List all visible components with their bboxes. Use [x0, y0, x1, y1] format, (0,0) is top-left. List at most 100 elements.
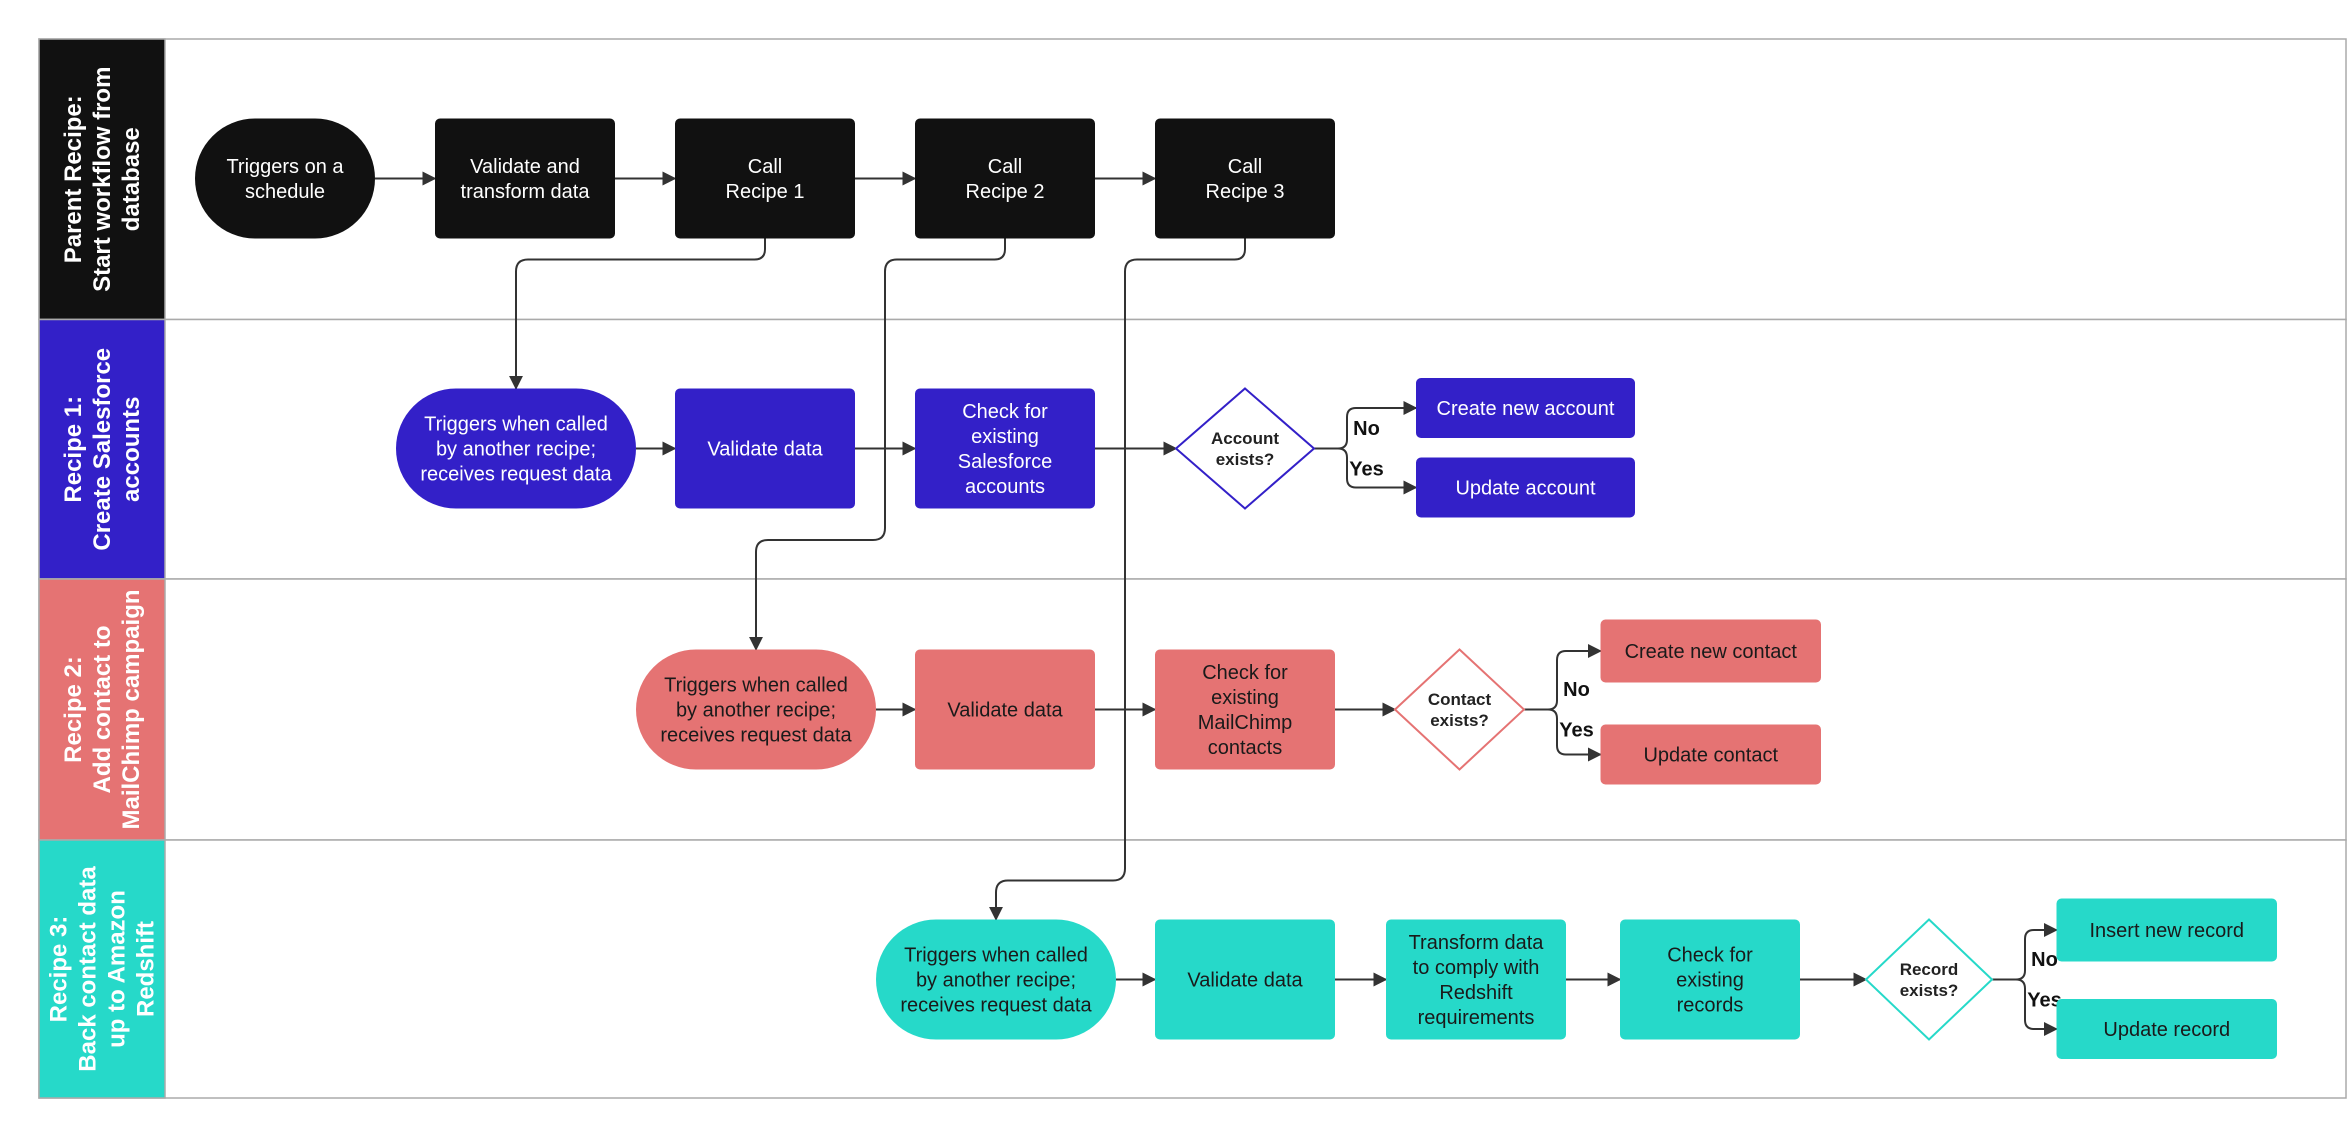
node-label: Create new account — [1437, 398, 1615, 420]
node-r2-validate[interactable]: Validate data — [915, 649, 1095, 770]
process-shape — [915, 118, 1095, 239]
call-connector — [509, 238, 766, 390]
process-shape — [2056, 898, 2277, 962]
terminal-shape — [636, 649, 876, 770]
node-label-line: Triggers when called — [904, 945, 1088, 967]
node-label-line: by another recipe; — [436, 439, 596, 461]
terminal-shape — [195, 118, 375, 239]
node-r3-update[interactable]: Update record — [2056, 999, 2278, 1059]
node-label-line: Call — [988, 156, 1022, 178]
node-label-line: by another recipe; — [916, 970, 1076, 992]
node-label-line: Update contact — [1643, 745, 1778, 767]
lane-title: Recipe 1:Create Salesforceaccounts — [60, 348, 145, 551]
lane-title-line: Recipe 1: — [60, 396, 87, 503]
node-label-line: receives request data — [900, 995, 1092, 1017]
node-label: Triggers when called by another recipe; re… — [900, 945, 1092, 1017]
process-shape — [675, 118, 855, 239]
lane-title-line: Back contact data — [75, 866, 102, 1072]
branch-label: No — [2031, 949, 2058, 971]
node-label: Validate data — [1187, 970, 1303, 992]
lane-title-line: Recipe 3: — [46, 916, 73, 1023]
process-shape — [1386, 919, 1566, 1040]
lane-title-line: Parent Recipe: — [60, 95, 87, 263]
call-connector — [749, 238, 1006, 651]
node-r1-update[interactable]: Update account — [1416, 457, 1635, 518]
lane-header — [38, 38, 166, 321]
node-label-line: MailChimp — [1198, 712, 1292, 734]
call-connector — [989, 238, 1246, 921]
lane-title: Parent Recipe:Start workflow fromdatabas… — [60, 67, 145, 292]
node-label-line: Contact — [1428, 690, 1492, 709]
node-r2-create[interactable]: Create new contact — [1600, 619, 1822, 683]
node-r3-insert[interactable]: Insert new record — [2056, 898, 2278, 962]
process-shape — [1620, 919, 1800, 1040]
node-label: Validate data — [947, 700, 1063, 722]
node-label-line: exists? — [1900, 981, 1959, 1000]
decision-shape — [1174, 387, 1316, 510]
node-r2-update[interactable]: Update contact — [1600, 724, 1822, 785]
node-label-line: requirements — [1418, 1007, 1535, 1029]
lane-title: Recipe 2:Add contact toMailChimp campaig… — [60, 589, 145, 829]
process-shape — [2056, 999, 2277, 1059]
node-label-line: accounts — [965, 476, 1045, 498]
node-label-line: Create new account — [1437, 398, 1615, 420]
node-r1-create[interactable]: Create new account — [1416, 378, 1635, 438]
node-label-line: transform data — [461, 181, 591, 203]
node-r1-validate[interactable]: Validate data — [675, 388, 855, 509]
lane-title-line: Start workflow from — [89, 67, 116, 292]
lane-title-line: Create Salesforce — [89, 348, 116, 551]
lane-title-line: Recipe 2: — [60, 656, 87, 763]
node-r3-validate[interactable]: Validate data — [1155, 919, 1335, 1040]
node-label-line: Insert new record — [2089, 920, 2244, 942]
node-label-line: records — [1677, 995, 1744, 1017]
decision-shape — [1393, 648, 1526, 771]
node-label-line: Recipe 3 — [1206, 181, 1285, 203]
node-label: Update record — [2103, 1019, 2230, 1041]
node-label-line: to comply with — [1413, 957, 1540, 979]
node-label: Update contact — [1643, 745, 1778, 767]
node-label: Update account — [1455, 478, 1596, 500]
lane-title-line: database — [118, 127, 145, 231]
node-label: Insert new record — [2089, 920, 2244, 942]
branch-connector — [1524, 708, 1602, 762]
node-label-line: Validate data — [1187, 970, 1303, 992]
node-label-line: Create new contact — [1625, 641, 1798, 663]
lane-title-line: Add contact to — [89, 626, 116, 794]
lane-title-line: MailChimp campaign — [118, 589, 145, 829]
node-r3-trigger[interactable]: Triggers when called by another recipe; re… — [876, 919, 1116, 1040]
terminal-shape — [876, 919, 1116, 1040]
process-shape — [1416, 457, 1635, 518]
lane-title: Recipe 3:Back contact dataup to AmazonRe… — [46, 866, 160, 1072]
node-label-line: Transform data — [1409, 932, 1545, 954]
node-label-line: Triggers when called — [664, 675, 848, 697]
process-shape — [1416, 378, 1635, 438]
node-label-line: Triggers when called — [424, 414, 608, 436]
node-label-line: Update record — [2103, 1019, 2230, 1041]
node-label-line: Account — [1211, 429, 1279, 448]
node-label-line: existing — [1676, 970, 1744, 992]
branch-label: Yes — [1559, 720, 1593, 742]
node-label-line: Call — [748, 156, 782, 178]
process-shape — [1155, 649, 1335, 770]
